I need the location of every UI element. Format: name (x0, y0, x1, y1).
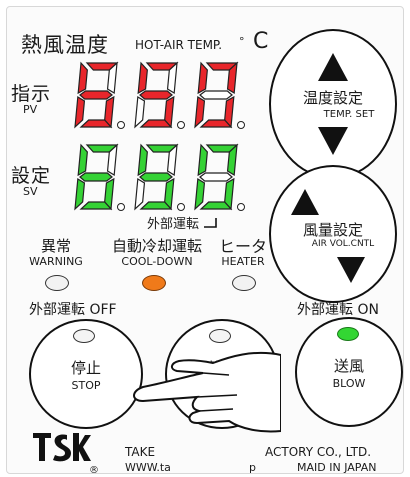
sv-digit-2-segment-f (197, 143, 208, 177)
stop-sublabel: STOP (71, 379, 101, 392)
pv-digit-0-segment-d (79, 119, 113, 128)
air-vol-label: 風量設定 (302, 221, 363, 239)
sv-digit-2-segment-g (199, 172, 233, 182)
triangle-up-icon[interactable] (318, 53, 348, 81)
temp-set-sublabel: TEMP. SET (323, 109, 375, 120)
pv-digit-2-segment-b (226, 61, 238, 95)
pv-digit-1-segment-d (139, 119, 173, 128)
sv-digit-1-segment-d (139, 201, 173, 210)
pv-segments (74, 61, 245, 129)
sv-digit-0-segment-b (106, 143, 118, 177)
sv-digit-1-segment-e (134, 177, 146, 211)
tsk-logo-icon (33, 433, 91, 462)
stop-led (73, 329, 95, 343)
stop-label: 停止 (70, 359, 101, 377)
pv-digit-2-segment-d (199, 119, 233, 128)
pv-digit-2-segment-g (199, 90, 233, 100)
company-name-left: TAKE (125, 445, 156, 459)
registered-mark: ® (89, 465, 99, 474)
pv-sublabel: PV (23, 103, 38, 116)
pv-digit-0-segment-g (79, 90, 113, 100)
pv-digit-2-dot (237, 121, 245, 129)
pv-digit-1-segment-e (134, 95, 146, 129)
company-name-right: ACTORY CO., LTD. (265, 445, 372, 459)
blow-sublabel: BLOW (332, 377, 366, 390)
made-in-label: MAID IN JAPAN (297, 461, 377, 474)
heater-sublabel: HEATER (221, 255, 265, 268)
unit-label: C (253, 29, 269, 54)
blow-led (337, 327, 359, 341)
air-vol-button[interactable]: 風量設定 AIR VOL.CNTL (269, 165, 397, 303)
pv-digit-0-dot (117, 121, 125, 129)
blow-label: 送風 (333, 357, 364, 375)
sv-digit-1-segment-g (139, 172, 173, 182)
sv-digit-1-dot (177, 203, 185, 211)
sv-label: 設定 (11, 165, 52, 187)
sv-segments (74, 143, 245, 211)
sv-digit-2-segment-e (194, 177, 206, 211)
pv-digit-2-segment-f (197, 61, 208, 95)
degree-symbol: ° (239, 35, 245, 48)
sv-digit-2-segment-d (199, 201, 233, 210)
temp-set-label: 温度設定 (302, 89, 363, 107)
bracket-icon (204, 218, 217, 228)
pv-digit-1-segment-b (166, 61, 178, 95)
pv-display (73, 59, 253, 135)
warning-label: 異常 (40, 237, 71, 255)
website-url-left: WWW.ta (125, 461, 171, 474)
sv-display (73, 141, 253, 217)
website-url-right: p (249, 461, 256, 474)
pv-digit-1-segment-f (137, 61, 148, 95)
external-operation-note: 外部運転 (147, 213, 225, 232)
sv-digit-0-dot (117, 203, 125, 211)
triangle-down-icon[interactable] (337, 257, 365, 283)
sv-digit-2-dot (237, 203, 245, 211)
cool-down-label: 自動冷却運転 (111, 237, 202, 255)
sv-digit-1-segment-f (137, 143, 148, 177)
hot-air-temp-title: 熱風温度 (21, 33, 109, 57)
heater-label: ヒータ (218, 237, 267, 256)
sv-digit-0-segment-f (77, 143, 88, 177)
pv-digit-0-segment-e (74, 95, 86, 129)
warning-sublabel: WARNING (29, 255, 83, 268)
stop-button[interactable]: 停止 STOP (29, 319, 143, 429)
sv-digit-0-segment-d (79, 201, 113, 210)
blow-button[interactable]: 送風 BLOW (295, 317, 403, 427)
pv-digit-1-dot (177, 121, 185, 129)
sv-digit-0-segment-e (74, 177, 86, 211)
temp-set-button[interactable]: 温度設定 TEMP. SET (269, 29, 397, 179)
sv-sublabel: SV (23, 185, 38, 198)
air-vol-sublabel: AIR VOL.CNTL (311, 239, 375, 249)
sv-digit-2-segment-b (226, 143, 238, 177)
warning-led (45, 275, 69, 291)
pv-digit-0-segment-b (106, 61, 118, 95)
control-panel: 熱風温度 HOT-AIR TEMP. ° C 指示 PV 設定 SV 外部運転 … (6, 6, 404, 474)
pv-label: 指示 (11, 83, 52, 105)
triangle-up-icon[interactable] (291, 189, 319, 215)
cool-down-led (142, 275, 166, 291)
pv-digit-1-segment-g (139, 90, 173, 100)
pointing-hand-icon (133, 351, 281, 433)
external-off-label: 外部運転 OFF (29, 302, 117, 318)
cool-down-sublabel: COOL-DOWN (121, 255, 193, 268)
hot-air-temp-subtitle: HOT-AIR TEMP. (135, 38, 223, 52)
external-on-label: 外部運転 ON (297, 302, 379, 318)
sv-digit-0-segment-g (79, 172, 113, 182)
sv-digit-1-segment-b (166, 143, 178, 177)
pv-digit-0-segment-f (77, 61, 88, 95)
hot-air-led (209, 329, 231, 343)
triangle-down-icon[interactable] (318, 127, 348, 155)
pv-digit-2-segment-e (194, 95, 206, 129)
heater-led (232, 275, 256, 291)
